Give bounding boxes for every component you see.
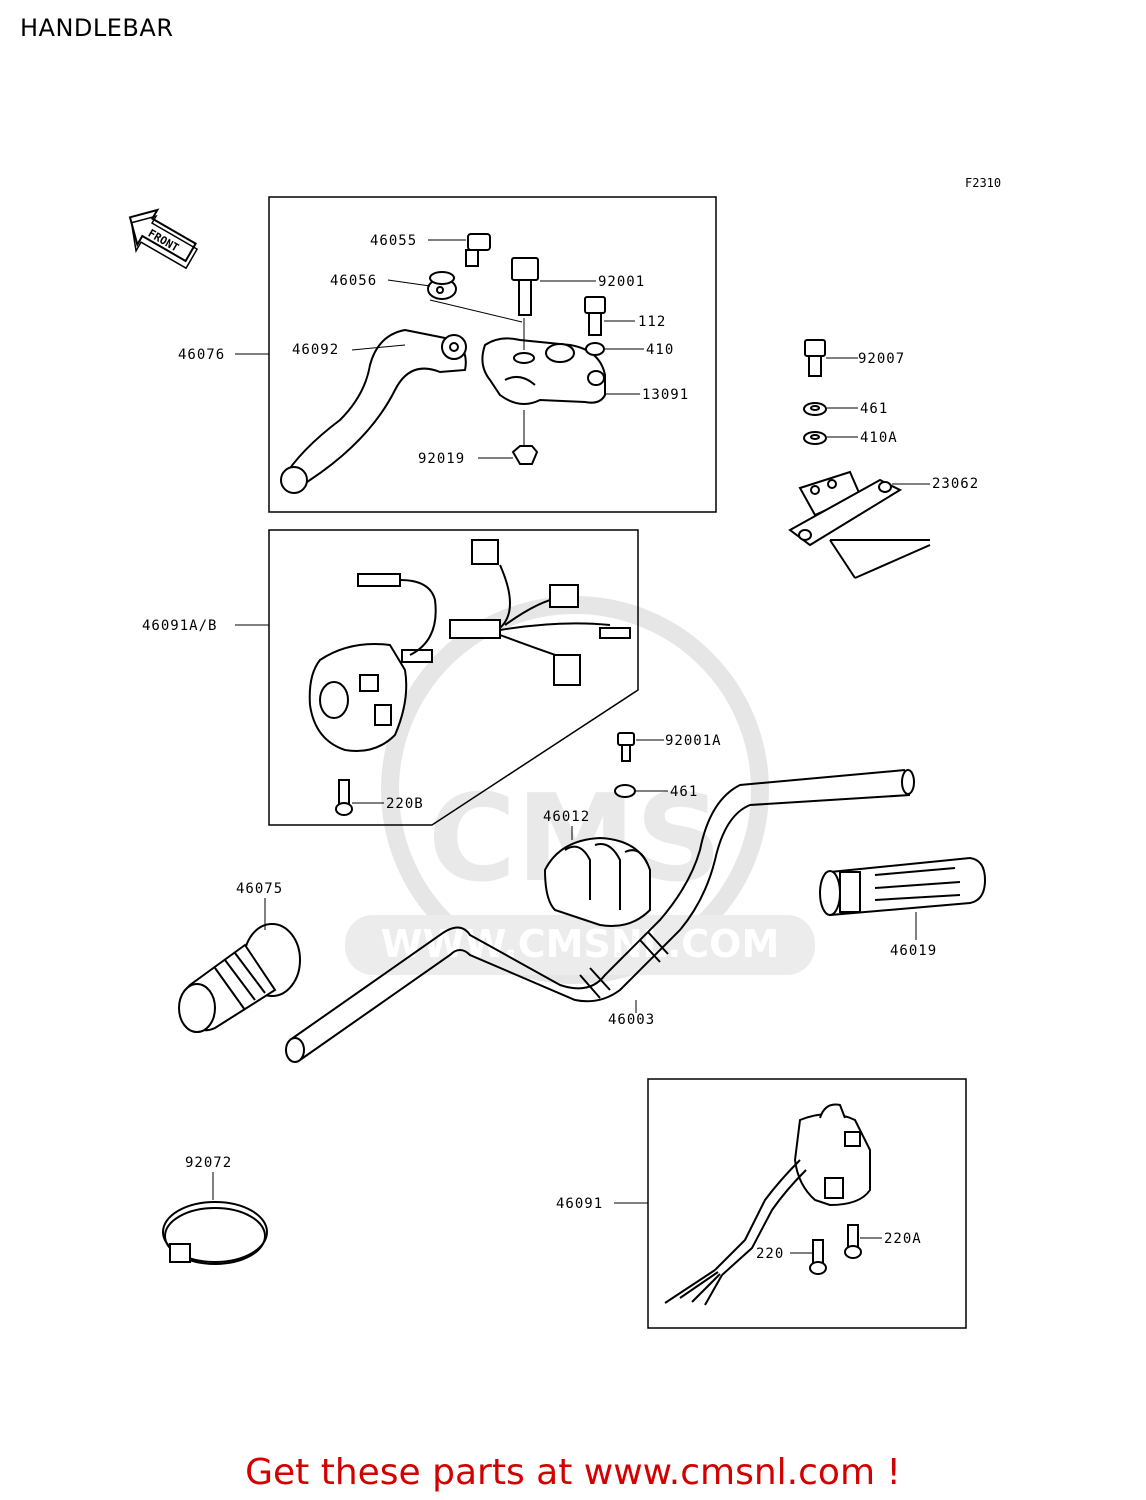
left-grip <box>178 923 301 1033</box>
label-46056: 46056 <box>330 273 377 289</box>
label-46075: 46075 <box>236 881 283 897</box>
washer-461-mid <box>614 784 636 798</box>
handlebar-clamp <box>543 836 651 927</box>
screw-220 <box>809 1239 827 1275</box>
watermark-text: WWW.CMSNL.COM <box>381 922 780 966</box>
label-92019: 92019 <box>418 451 465 467</box>
label-46012: 46012 <box>543 809 590 825</box>
wiring-harness <box>357 539 631 686</box>
label-220B: 220B <box>386 796 424 812</box>
front-arrow-icon: FRONT <box>128 208 199 270</box>
screw-220A <box>844 1224 862 1259</box>
bracket-23062 <box>788 470 931 579</box>
page-title: HANDLEBAR <box>20 14 174 42</box>
label-220A: 220A <box>884 1231 922 1247</box>
label-410: 410 <box>646 342 674 358</box>
adjuster-46056 <box>427 271 457 300</box>
figure-code: F2310 <box>965 176 1002 190</box>
label-112: 112 <box>638 314 666 330</box>
label-46019: 46019 <box>890 943 937 959</box>
right-switch-housing <box>793 1103 871 1207</box>
label-46003: 46003 <box>608 1012 655 1028</box>
handlebar <box>285 769 915 1063</box>
band-92072 <box>162 1201 268 1265</box>
label-46091: 46091 <box>556 1196 603 1212</box>
label-23062: 23062 <box>932 476 979 492</box>
label-46091AB: 46091A/B <box>142 618 217 634</box>
label-92072: 92072 <box>185 1155 232 1171</box>
bolt-92001A <box>617 732 635 762</box>
nut-92019 <box>511 445 539 465</box>
label-13091: 13091 <box>642 387 689 403</box>
washer-410 <box>585 342 605 356</box>
right-grip-throttle <box>819 856 987 917</box>
lever-bracket <box>481 337 606 405</box>
bolt-92001 <box>511 257 539 316</box>
label-461-top: 461 <box>860 401 888 417</box>
bolt-92007 <box>804 339 826 377</box>
right-switch-box <box>647 1078 967 1329</box>
label-92007: 92007 <box>858 351 905 367</box>
label-46076: 46076 <box>178 347 225 363</box>
parts-diagram: CMS WWW.CMSNL.COM FRONT <box>128 196 987 1329</box>
washer-461 <box>803 402 827 416</box>
bolt-112 <box>584 296 606 336</box>
washer-410A <box>803 431 827 445</box>
screw-220B <box>335 779 353 816</box>
footer-promo[interactable]: Get these parts at www.cmsnl.com ! <box>245 1452 901 1493</box>
right-switch-wires <box>664 1159 807 1306</box>
label-461-mid: 461 <box>670 784 698 800</box>
label-46092: 46092 <box>292 342 339 358</box>
switch-assembly-box <box>268 529 639 826</box>
label-220: 220 <box>756 1246 784 1262</box>
brake-lever <box>280 328 467 494</box>
label-410A: 410A <box>860 430 898 446</box>
left-switch-housing <box>308 643 433 752</box>
label-92001: 92001 <box>598 274 645 290</box>
bolt-46055 <box>465 233 491 267</box>
label-92001A: 92001A <box>665 733 722 749</box>
label-46055: 46055 <box>370 233 417 249</box>
